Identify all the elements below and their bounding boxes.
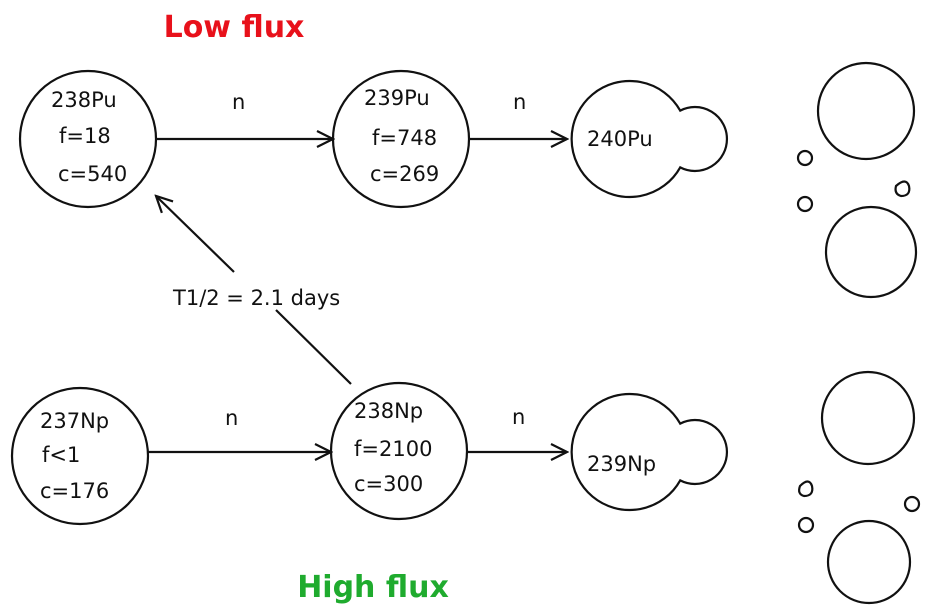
node-np237-f: f<1 <box>42 443 80 467</box>
node-np238-name: 238Np <box>354 399 423 423</box>
edge-pu239-pu240-label: n <box>513 90 526 114</box>
node-pu240-name: 240Pu <box>587 127 653 151</box>
node-np239 <box>570 392 729 512</box>
fission-illustration-top <box>796 61 918 299</box>
node-pu239-f: f=748 <box>372 126 437 150</box>
low-flux-title: Low flux <box>164 10 305 45</box>
edge-pu238-pu239-label: n <box>232 90 245 114</box>
node-np238-c: c=300 <box>354 472 423 496</box>
node-pu239-c: c=269 <box>370 162 439 186</box>
decay-arrow-upper <box>156 196 235 273</box>
decay-label: T1/2 = 2.1 days <box>172 286 340 310</box>
node-pu238-f: f=18 <box>59 124 111 148</box>
decay-arrow-lower <box>275 309 352 385</box>
node-np237 <box>10 386 150 526</box>
node-pu238-name: 238Pu <box>51 88 117 112</box>
node-np237-name: 237Np <box>40 409 109 433</box>
node-np239-name: 239Np <box>587 452 656 476</box>
high-flux-title: High flux <box>297 570 449 605</box>
node-np238-f: f=2100 <box>354 437 432 461</box>
edge-np238-np239-label: n <box>512 405 525 429</box>
node-pu239-name: 239Pu <box>364 86 430 110</box>
edge-np237-np238-label: n <box>225 406 238 430</box>
fission-illustration-bottom <box>797 370 921 605</box>
node-np237-c: c=176 <box>40 479 109 503</box>
node-pu238-c: c=540 <box>58 162 127 186</box>
node-pu240 <box>570 79 729 199</box>
